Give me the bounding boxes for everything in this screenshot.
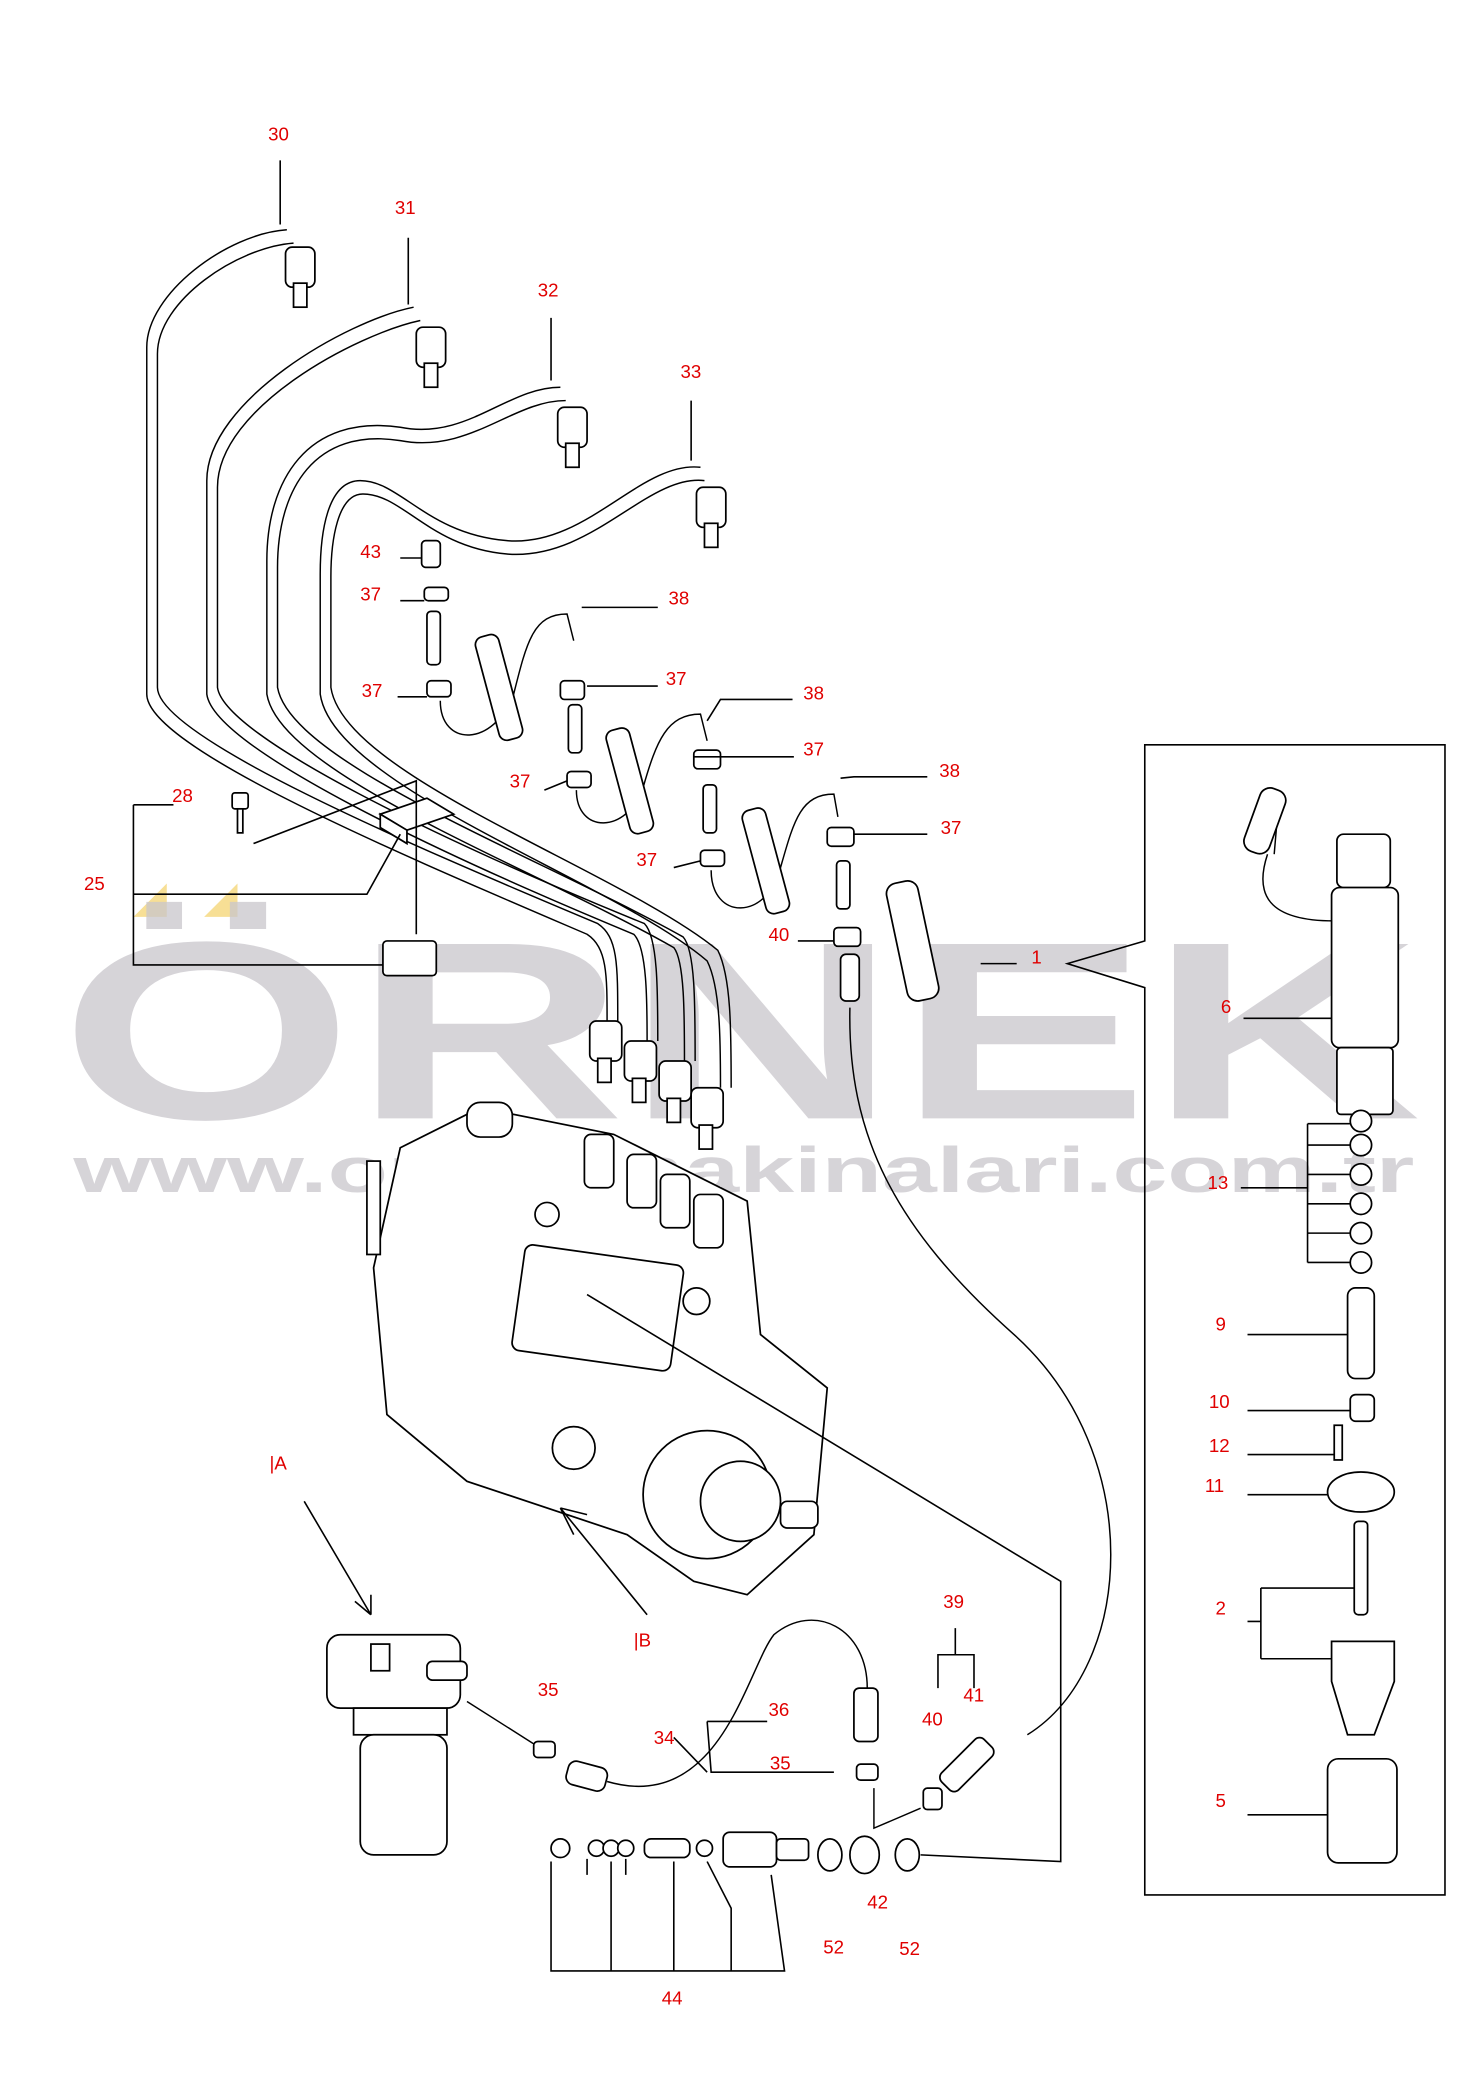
view-a-label: |A — [270, 1452, 288, 1473]
callout-37: 37 — [360, 584, 381, 605]
watermark-url: www.ornekmakinalari.com.tr — [72, 1134, 1414, 1206]
callout-30: 30 — [268, 123, 289, 144]
callout-1: 1 — [1031, 947, 1041, 968]
small-parts-44 — [550, 1628, 975, 1972]
callout-52: 52 — [899, 1938, 920, 1959]
callout-37: 37 — [510, 770, 531, 791]
callout-42: 42 — [867, 1891, 888, 1912]
callout-13: 13 — [1207, 1172, 1228, 1193]
callout-5: 5 — [1215, 1790, 1225, 1811]
callout-25: 25 — [84, 873, 105, 894]
callout-2: 2 — [1215, 1598, 1225, 1619]
callout-10: 10 — [1209, 1391, 1230, 1412]
injection-pipes — [146, 229, 732, 1088]
callout-52: 52 — [823, 1937, 844, 1958]
leader-lines — [279, 160, 928, 942]
callout-12: 12 — [1209, 1435, 1230, 1456]
fuel-filter — [303, 1500, 995, 1856]
callout-39: 39 — [943, 1591, 964, 1612]
callout-labels: 30 31 32 33 43 37 38 37 37 38 37 37 38 3… — [84, 123, 1231, 2008]
callout-34: 34 — [654, 1727, 675, 1748]
callout-6: 6 — [1221, 996, 1231, 1017]
callout-31: 31 — [395, 197, 416, 218]
callout-32: 32 — [538, 279, 559, 300]
injector-detail-box — [980, 743, 1446, 1896]
callout-38: 38 — [803, 682, 824, 703]
callout-28: 28 — [172, 785, 193, 806]
callout-37: 37 — [362, 680, 383, 701]
callout-37: 37 — [941, 817, 962, 838]
pipe-fittings — [284, 246, 727, 1150]
leak-off-pipes — [420, 539, 1112, 1736]
callout-38: 38 — [668, 588, 689, 609]
callout-37: 37 — [666, 668, 687, 689]
callout-40: 40 — [922, 1708, 943, 1729]
callout-9: 9 — [1215, 1314, 1225, 1335]
callout-43: 43 — [360, 541, 381, 562]
callout-35: 35 — [538, 1679, 559, 1700]
callout-41: 41 — [963, 1684, 984, 1705]
callout-37: 37 — [636, 849, 657, 870]
callout-44: 44 — [662, 1987, 683, 2008]
callout-38: 38 — [939, 760, 960, 781]
callout-36: 36 — [769, 1699, 790, 1720]
callout-33: 33 — [680, 361, 701, 382]
callout-11: 11 — [1205, 1475, 1224, 1496]
view-b-label: |B — [634, 1630, 651, 1651]
callout-35: 35 — [770, 1752, 791, 1773]
callout-37: 37 — [803, 738, 824, 759]
watermark-brand: ÖRNEK — [60, 889, 1421, 1172]
injection-pump — [366, 1101, 1062, 1863]
watermark: ÖRNEK www.ornekmakinalari.com.tr — [60, 883, 1421, 1206]
callout-40: 40 — [769, 924, 790, 945]
pipe-clamp — [132, 779, 456, 977]
